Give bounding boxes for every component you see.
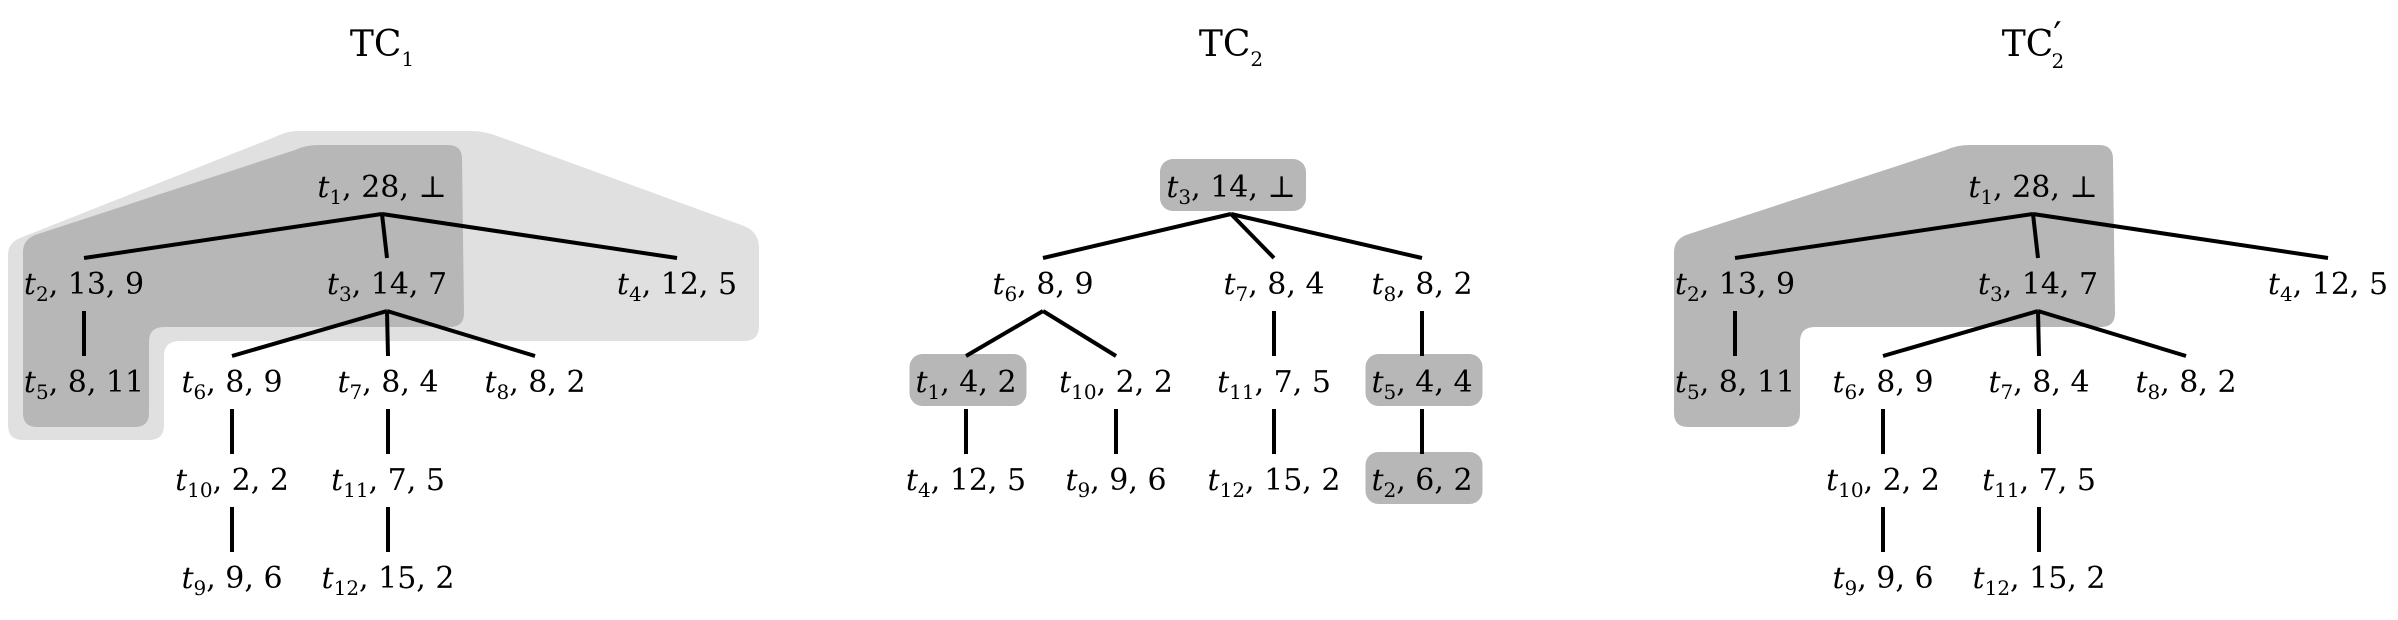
edge-t1-t2 xyxy=(83,212,383,260)
edge-t1-t4 xyxy=(381,212,678,260)
highlight-box-t2 xyxy=(1365,452,1483,504)
edge-t1-t3 xyxy=(380,213,389,259)
tree-node-t9: t9, 9, 6 xyxy=(1065,463,1166,502)
tree-node-t6: t6, 8, 9 xyxy=(1832,365,1933,404)
tree-node-t1: t1, 4, 2 xyxy=(915,365,1016,404)
tree-title: TC1 xyxy=(350,24,414,71)
edge-t1-t4 xyxy=(2032,212,2329,260)
edge-t3-t8 xyxy=(1230,212,1423,260)
tree-node-t7: t7, 8, 4 xyxy=(1223,267,1324,306)
highlight-box-t3 xyxy=(1160,159,1306,211)
tree-node-t1: t1, 28, ⊥ xyxy=(317,170,446,209)
edge-t6-t10 xyxy=(1041,309,1118,358)
edge-t3-t6 xyxy=(231,309,388,358)
tree-node-t11: t11, 7, 5 xyxy=(1982,463,2096,502)
tree-node-t2: t2, 13, 9 xyxy=(1675,267,1795,306)
tree-node-t11: t11, 7, 5 xyxy=(1217,365,1331,404)
tree-node-t5: t5, 8, 11 xyxy=(1675,365,1795,404)
tree-node-t10: t10, 2, 2 xyxy=(1059,365,1173,404)
tree-node-t4: t4, 12, 5 xyxy=(2268,267,2388,306)
tree-node-t6: t6, 8, 9 xyxy=(181,365,282,404)
tree-title: TC2 xyxy=(1199,24,1263,71)
tree-node-t9: t9, 9, 6 xyxy=(181,561,282,600)
tree-2: TC2 t3, 14, ⊥ t6, 8, 9 t7, 8, 4 t8, 8, 2 t1, … xyxy=(906,24,1483,504)
tree-node-t4: t4, 12, 5 xyxy=(906,463,1026,502)
tree-node-t3: t3, 14, 7 xyxy=(1978,267,2098,306)
edge-t1-t3 xyxy=(2031,213,2040,259)
tree-node-t6: t6, 8, 9 xyxy=(992,267,1093,306)
highlight-box-t5 xyxy=(1365,354,1483,406)
edge-t3-t8 xyxy=(2037,309,2187,358)
tree-node-t3: t3, 14, ⊥ xyxy=(1166,170,1295,209)
highlight-box-t1 xyxy=(909,354,1027,406)
tree-node-t1: t1, 28, ⊥ xyxy=(1968,170,2097,209)
tree-node-t12: t12, 15, 2 xyxy=(1973,561,2106,600)
tree-node-t2: t2, 6, 2 xyxy=(1371,463,1472,502)
tree-node-t10: t10, 2, 2 xyxy=(175,463,289,502)
tree-node-t2: t2, 13, 9 xyxy=(24,267,144,306)
tree-node-t8: t8, 8, 2 xyxy=(2135,365,2236,404)
edge-t3-t8 xyxy=(386,309,536,358)
tree-node-t7: t7, 8, 4 xyxy=(337,365,438,404)
tree-node-t7: t7, 8, 4 xyxy=(1988,365,2089,404)
dark-highlight-region xyxy=(1674,145,2115,427)
edge-t3-t7 xyxy=(1229,212,1276,260)
edge-t1-t2 xyxy=(1734,212,2034,260)
tree-node-t8: t8, 8, 2 xyxy=(1371,267,1472,306)
tree-node-t11: t11, 7, 5 xyxy=(331,463,445,502)
tree-node-t5: t5, 4, 4 xyxy=(1371,365,1472,404)
edge-t3-t7 xyxy=(385,310,390,357)
tree-node-t3: t3, 14, 7 xyxy=(327,267,447,306)
tree-3: TC′2 t1, 28, ⊥ t2, 13, 9 t3, 14, 7 t4, 12, 5… xyxy=(1674,16,2388,600)
tree-node-t10: t10, 2, 2 xyxy=(1826,463,1940,502)
edge-t3-t6 xyxy=(1882,309,2039,358)
tree-node-t5: t5, 8, 11 xyxy=(24,365,144,404)
edge-t3-t6 xyxy=(1042,212,1232,260)
tree-title: TC′2 xyxy=(2002,16,2064,73)
tree-1: TC1 t1, 28, ⊥ t2, 13, 9 t3, 14, 7 t4, 12, 5 t… xyxy=(8,24,759,600)
dark-highlight-region xyxy=(23,145,464,427)
tree-node-t4: t4, 12, 5 xyxy=(617,267,737,306)
tree-node-t12: t12, 15, 2 xyxy=(322,561,455,600)
edge-t3-t7 xyxy=(2036,310,2041,357)
edge-t6-t1 xyxy=(964,309,1045,358)
tree-node-t12: t12, 15, 2 xyxy=(1208,463,1341,502)
tree-node-t8: t8, 8, 2 xyxy=(484,365,585,404)
tree-node-t9: t9, 9, 6 xyxy=(1832,561,1933,600)
